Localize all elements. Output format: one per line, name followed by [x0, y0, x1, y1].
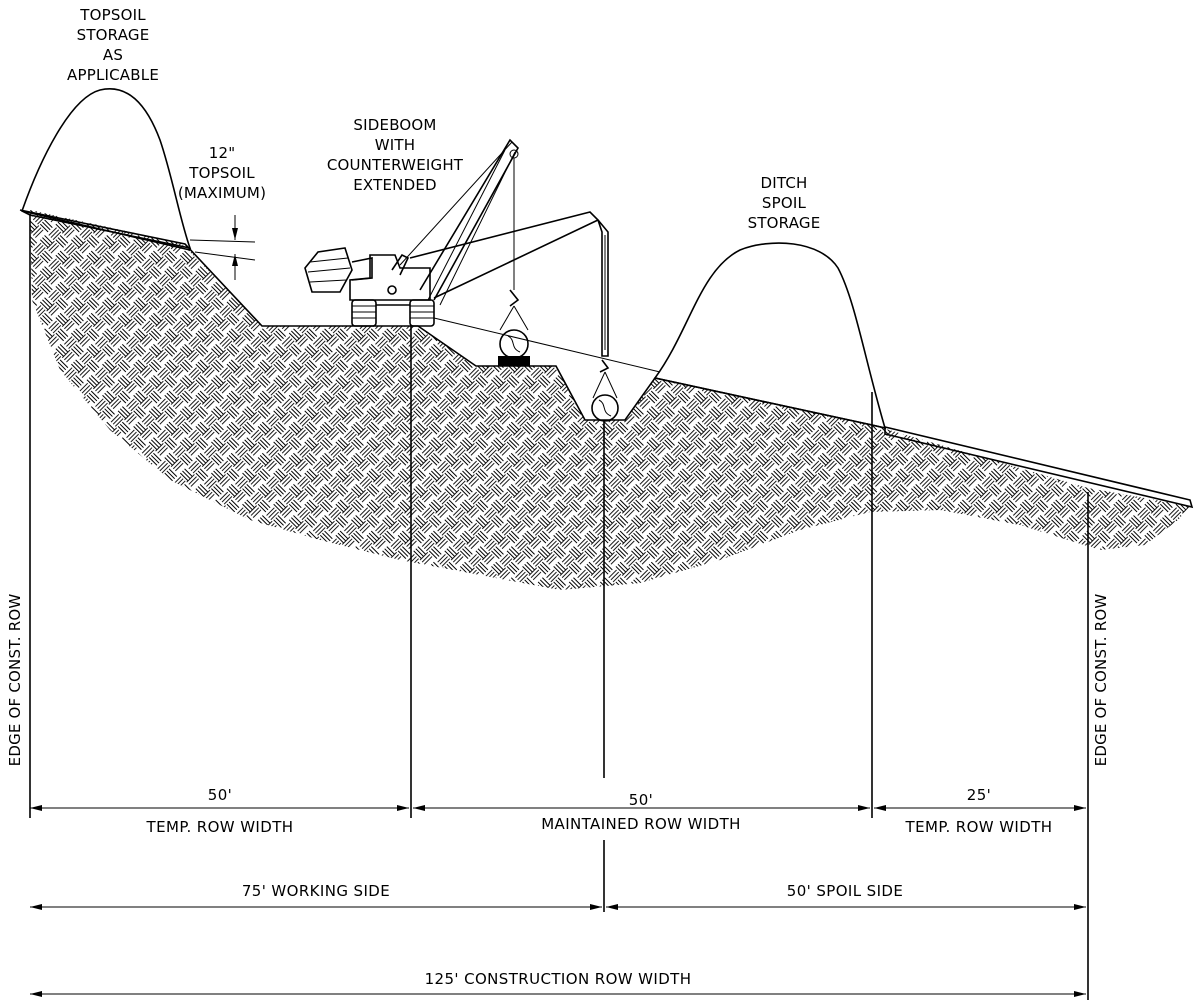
dim-working-side: 75' WORKING SIDE — [242, 882, 390, 900]
sideboom-label: SIDEBOOM WITH COUNTERWEIGHT EXTENDED — [327, 116, 464, 194]
svg-text:SPOIL: SPOIL — [762, 194, 807, 212]
svg-text:SIDEBOOM: SIDEBOOM — [353, 116, 436, 134]
topsoil-depth-marker — [189, 215, 256, 280]
topsoil-strip-right — [884, 425, 1194, 509]
svg-text:EXTENDED: EXTENDED — [353, 176, 437, 194]
dim-maintained-caption: MAINTAINED ROW WIDTH — [541, 815, 741, 833]
spoil-pile — [653, 242, 887, 430]
svg-text:TOPSOIL: TOPSOIL — [79, 6, 146, 24]
svg-text:TOPSOIL: TOPSOIL — [188, 164, 255, 182]
svg-text:DITCH: DITCH — [760, 174, 807, 192]
dim-construction-row: 125' CONSTRUCTION ROW WIDTH — [425, 970, 692, 988]
svg-text:STORAGE: STORAGE — [77, 26, 150, 44]
topsoil-base-line — [21, 210, 191, 251]
dim-temp-right-value: 25' — [967, 786, 991, 804]
dim-temp-right-caption: TEMP. ROW WIDTH — [905, 818, 1053, 836]
ground-section — [30, 210, 1190, 590]
topsoil-storage-label: TOPSOIL STORAGE AS APPLICABLE — [67, 6, 159, 84]
topsoil-pile — [21, 88, 192, 250]
svg-text:12": 12" — [209, 144, 236, 162]
edge-label-right: EDGE OF CONST. ROW — [1092, 594, 1110, 767]
svg-text:WITH: WITH — [375, 136, 416, 154]
svg-text:COUNTERWEIGHT: COUNTERWEIGHT — [327, 156, 464, 174]
topsoil-depth-label: 12" TOPSOIL (MAXIMUM) — [178, 144, 266, 202]
svg-text:AS: AS — [103, 46, 123, 64]
svg-text:APPLICABLE: APPLICABLE — [67, 66, 159, 84]
edge-label-left: EDGE OF CONST. ROW — [6, 594, 24, 767]
dim-spoil-side: 50' SPOIL SIDE — [787, 882, 903, 900]
dim-temp-left-value: 50' — [208, 786, 232, 804]
ditch-spoil-label: DITCH SPOIL STORAGE — [748, 174, 821, 232]
sideboom-machine — [304, 138, 661, 422]
dim-temp-left-caption: TEMP. ROW WIDTH — [146, 818, 294, 836]
reference-lines — [29, 215, 1089, 1000]
svg-text:STORAGE: STORAGE — [748, 214, 821, 232]
dim-maintained-value: 50' — [629, 791, 653, 809]
dimension-lines — [30, 805, 1086, 997]
svg-text:(MAXIMUM): (MAXIMUM) — [178, 184, 266, 202]
